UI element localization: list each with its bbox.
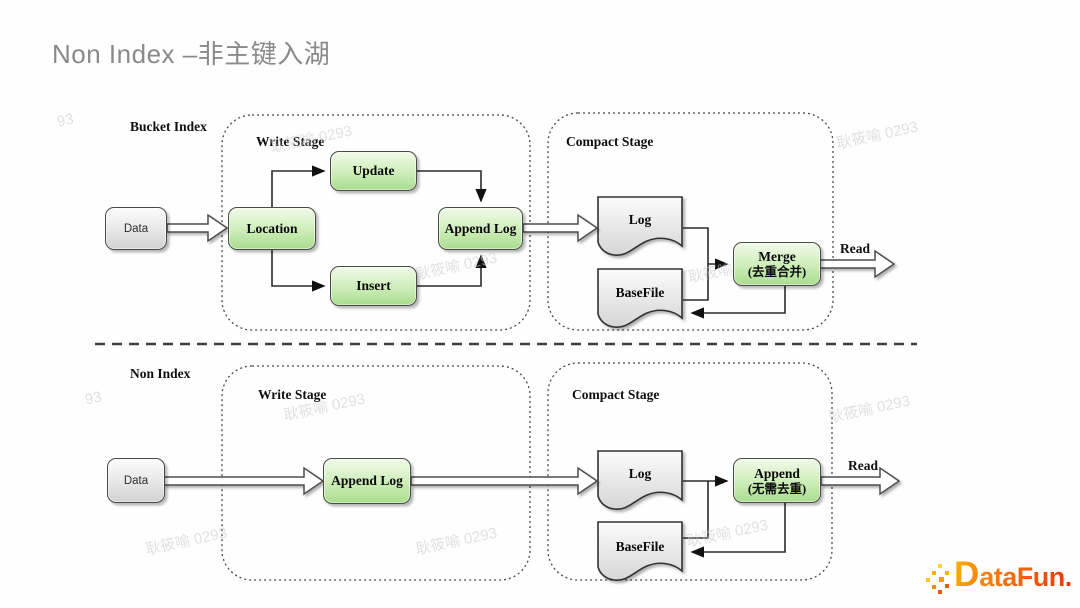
logo-pixels-icon xyxy=(924,564,952,598)
data-node-bottom: Data xyxy=(107,458,165,503)
arrow-appendlog-to-log-top xyxy=(522,213,599,243)
line-basefile-join-bottom xyxy=(683,481,709,539)
non-index-label: Non Index xyxy=(130,366,191,381)
logo-text: ataFun. xyxy=(979,562,1072,592)
compact-stage-label-bottom: Compact Stage xyxy=(572,387,660,402)
line-append-basefile xyxy=(690,503,786,558)
line-insert-appendlog xyxy=(417,254,487,287)
datafun-logo: D ataFun. xyxy=(924,556,1074,600)
compact-stage-label-top: Compact Stage xyxy=(566,134,654,149)
bucket-index-label: Bucket Index xyxy=(130,119,207,134)
line-location-insert xyxy=(271,249,326,292)
log-label-bottom: Log xyxy=(628,466,652,481)
append-node: Append (无需去重) xyxy=(733,458,821,503)
append-title: Append xyxy=(754,465,800,481)
log-label-top: Log xyxy=(628,212,652,227)
log-doc-bottom xyxy=(597,450,683,510)
write-stage-label-bottom: Write Stage xyxy=(258,387,327,402)
line-location-update xyxy=(271,165,326,207)
basefile-label-bottom: BaseFile xyxy=(615,539,665,554)
insert-node: Insert xyxy=(330,266,417,306)
location-node: Location xyxy=(228,207,316,250)
arrow-merge-read xyxy=(819,249,896,279)
append-log-node-bottom: Append Log xyxy=(323,458,411,504)
log-doc-top xyxy=(597,196,683,256)
basefile-doc-bottom xyxy=(597,521,683,581)
merge-title: Merge xyxy=(758,249,796,264)
read-label-top: Read xyxy=(840,241,870,256)
write-stage-label-top: Write Stage xyxy=(256,134,325,149)
logo-initial: D xyxy=(954,555,980,594)
arrow-data-to-location xyxy=(166,213,229,243)
compact-stage-box-top xyxy=(547,112,834,331)
write-stage-box-bottom xyxy=(221,365,531,581)
arrow-append-read xyxy=(820,466,901,496)
compact-stage-box-bottom xyxy=(547,362,833,581)
merge-subtitle: (去重合并) xyxy=(747,265,807,279)
page-title: Non Index –非主键入湖 xyxy=(52,39,331,69)
arrow-data-to-appendlog-bottom xyxy=(163,466,325,496)
arrow-appendlog-to-log-bottom xyxy=(410,466,599,496)
line-merge-basefile xyxy=(690,286,786,319)
line-log-basefile-join-top xyxy=(683,227,709,301)
update-node: Update xyxy=(330,151,417,191)
read-label-bottom: Read xyxy=(848,458,878,473)
basefile-doc-top xyxy=(597,268,683,328)
basefile-label-top: BaseFile xyxy=(615,285,665,300)
append-subtitle: (无需去重) xyxy=(747,481,807,496)
line-update-appendlog xyxy=(417,170,487,203)
data-node-top: Data xyxy=(105,207,167,250)
merge-node: Merge (去重合并) xyxy=(733,242,821,286)
append-log-node-top: Append Log xyxy=(438,207,523,250)
write-stage-box-top xyxy=(221,114,531,331)
